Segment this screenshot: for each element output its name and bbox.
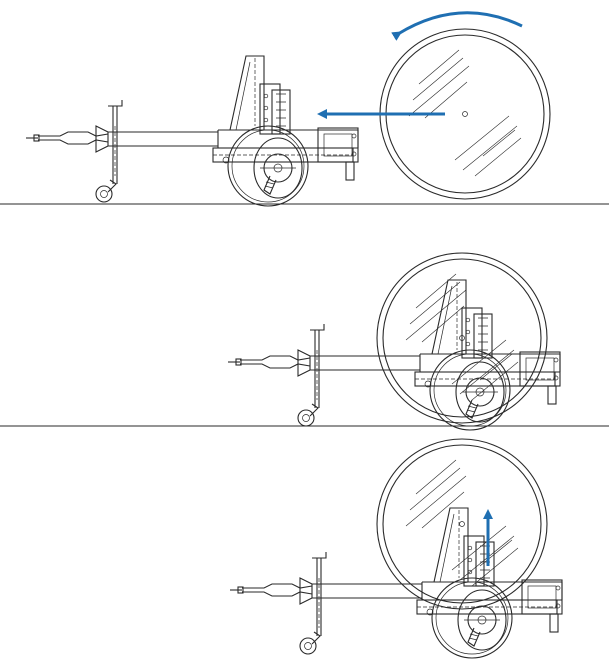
step-1-diagram	[0, 11, 609, 207]
rotate-arrow-icon	[391, 11, 523, 41]
trailer-1	[25, 55, 359, 207]
step-3-diagram	[229, 438, 563, 659]
step-2-diagram	[0, 252, 609, 431]
trailer-3	[229, 507, 563, 659]
